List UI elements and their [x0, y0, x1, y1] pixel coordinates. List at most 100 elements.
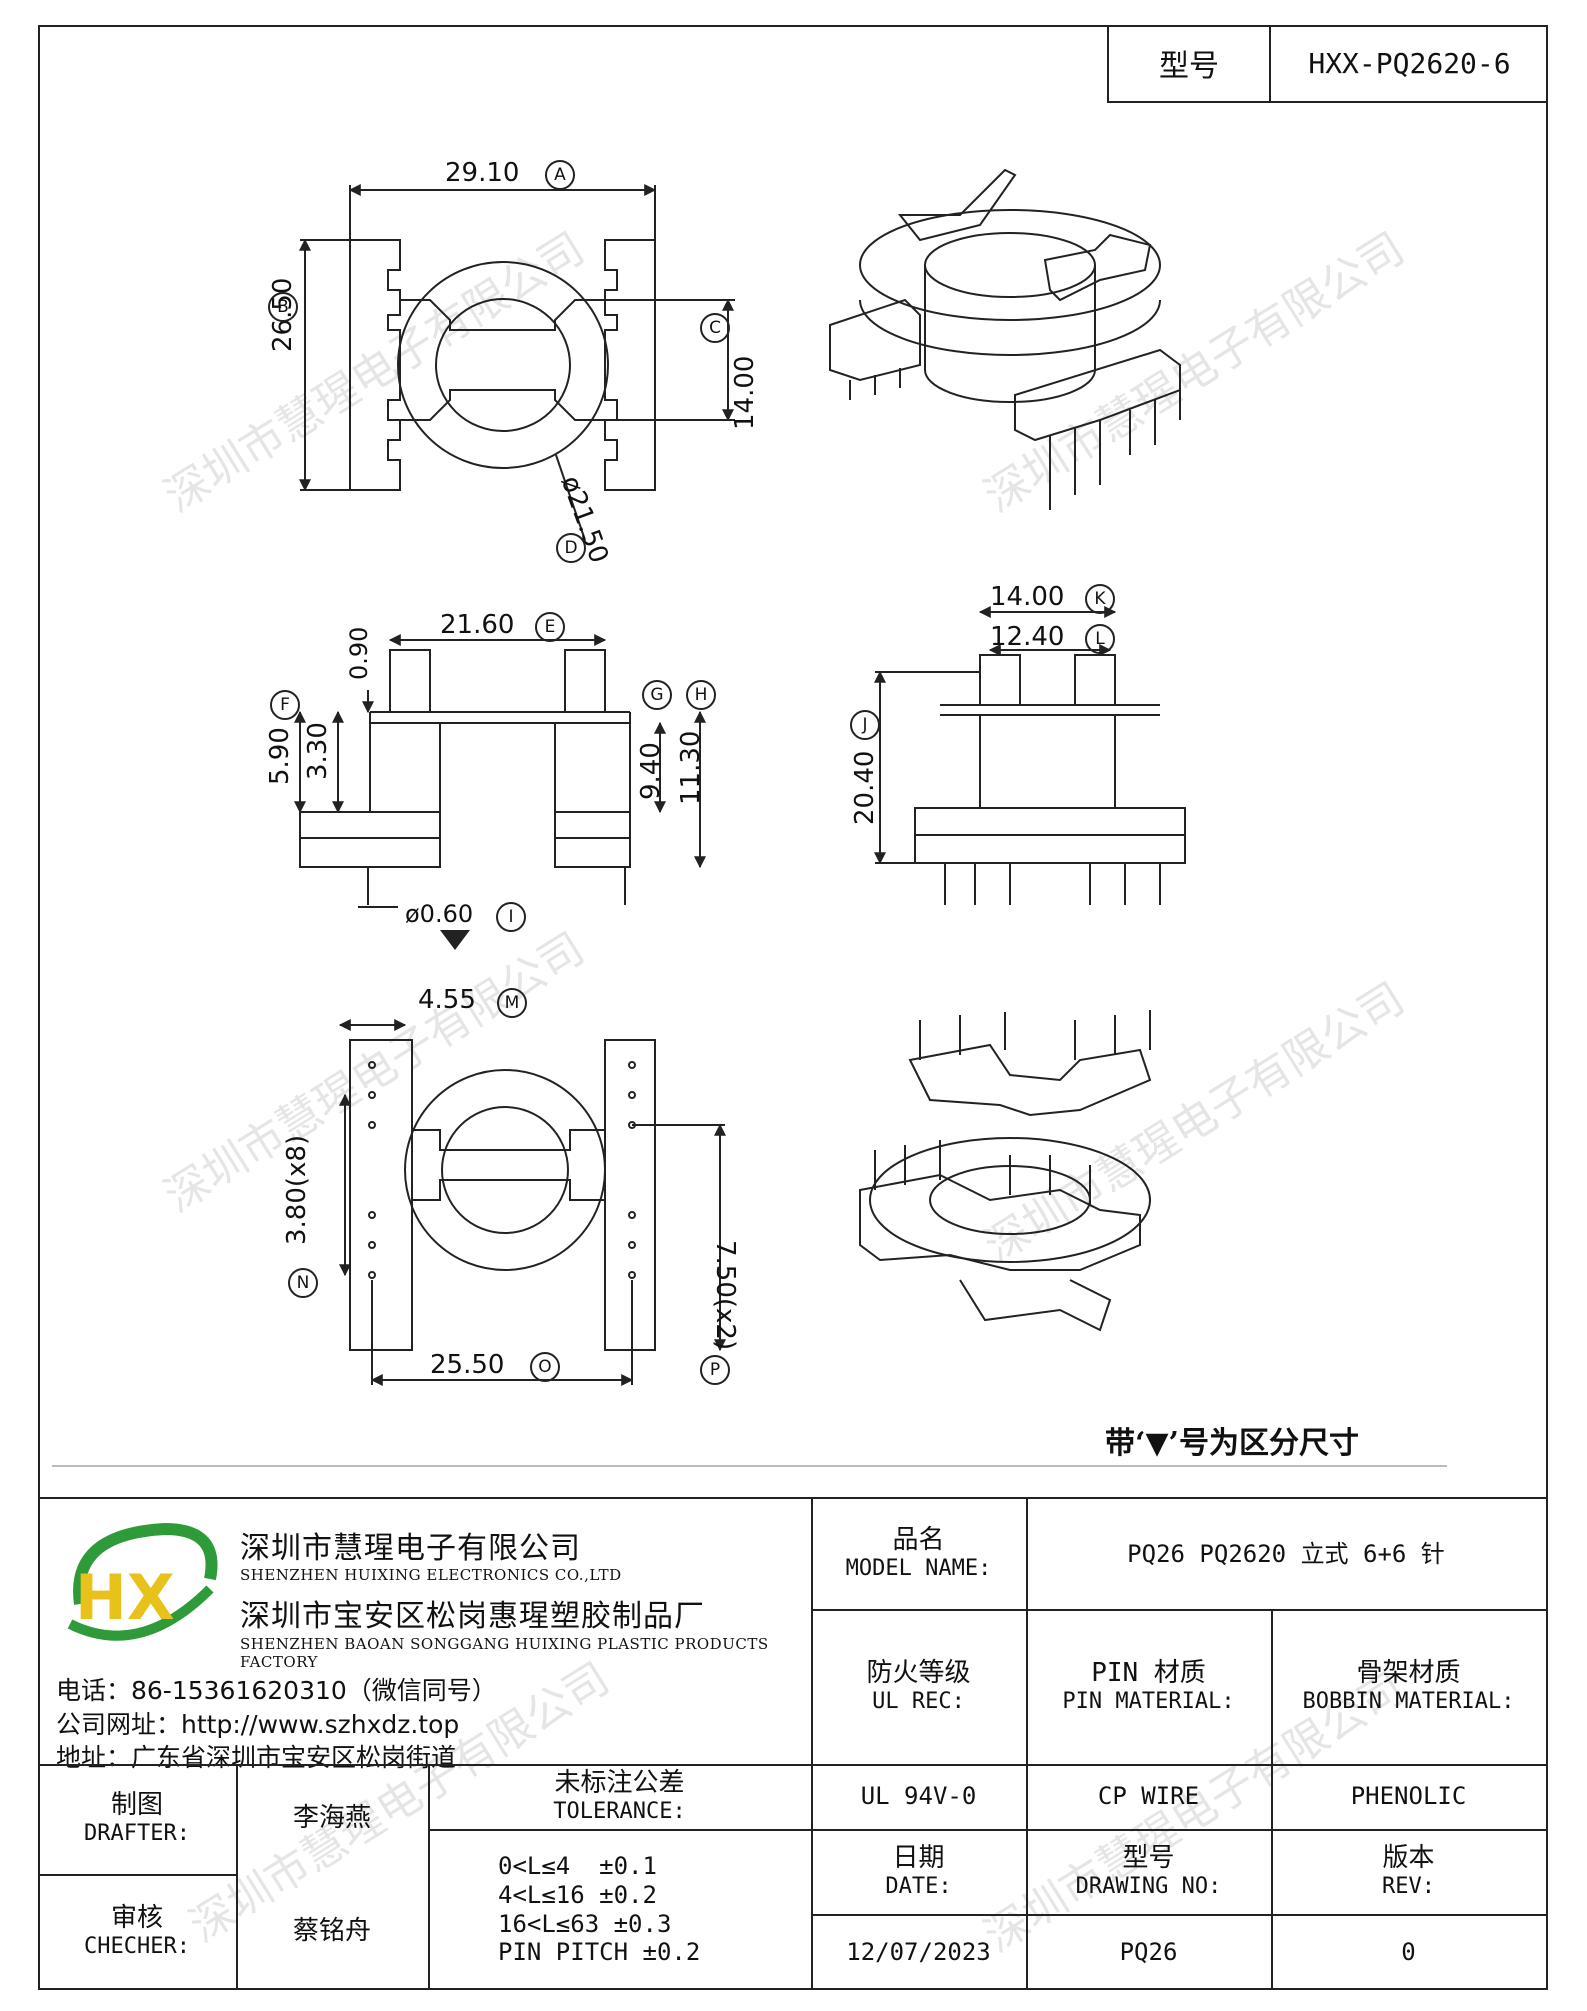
label-G: G — [642, 680, 672, 710]
bottom-view — [338, 1019, 726, 1386]
drawing-no-en: DRAWING NO: — [1075, 1873, 1222, 1899]
checker-cn: 审核 — [110, 1903, 163, 1934]
company-website: 公司网址：http://www.szhxdz.top — [56, 1710, 460, 1739]
dim-F-value: 5.90 — [265, 727, 295, 785]
company-name-cn: 深圳市慧瑆电子有限公司 — [240, 1531, 581, 1566]
rev-cn: 版本 — [1382, 1842, 1435, 1873]
distinguish-marker — [440, 930, 470, 950]
drawing-divider — [52, 1465, 1447, 1467]
isometric-view-upper — [829, 168, 1181, 510]
pin-material-label: PIN 材质 PIN MATERIAL: — [1026, 1609, 1271, 1764]
label-H: H — [686, 680, 716, 710]
label-L: L — [1085, 624, 1115, 654]
rev-label: 版本 REV: — [1271, 1829, 1546, 1914]
technical-drawing — [294, 168, 1186, 1386]
date-value: 12/07/2023 — [846, 1937, 991, 1966]
side-view — [294, 634, 706, 908]
drawing-no-value: PQ26 — [1119, 1937, 1178, 1966]
model-name-label: 品名 MODEL NAME: — [811, 1499, 1026, 1609]
model-header-key: 型号 — [1109, 25, 1271, 101]
checker-name: 蔡铭舟 — [292, 1916, 371, 1947]
date-en: DATE: — [885, 1873, 952, 1899]
label-I: I — [496, 902, 526, 932]
tolerance-line: 4<L≤16 ±0.2 — [498, 1880, 657, 1909]
bobbin-material-en: BOBBIN MATERIAL: — [1302, 1688, 1515, 1714]
label-E: E — [535, 612, 565, 642]
bobbin-material-label: 骨架材质 BOBBIN MATERIAL: — [1271, 1609, 1546, 1764]
tolerance-line: 0<L≤4 ±0.1 — [498, 1851, 657, 1880]
drafter-en: DRAFTER: — [84, 1821, 190, 1847]
rev-en: REV: — [1382, 1873, 1435, 1899]
tolerance-cn: 未标注公差 — [554, 1767, 685, 1798]
dim-H-value: 11.30 — [676, 730, 706, 805]
checker-label: 审核 CHECHER: — [38, 1874, 236, 1990]
dim-C-value: 14.00 — [730, 355, 760, 430]
dim-I-value: ø0.60 — [405, 900, 474, 928]
tolerance-line: 16<L≤63 ±0.3 — [498, 1909, 672, 1938]
company-logo: HX — [67, 1522, 218, 1641]
company-phone: 电话：86-15361620310（微信同号） — [56, 1676, 497, 1705]
model-header-value: HXX-PQ2620-6 — [1308, 46, 1511, 80]
tolerance-line: PIN PITCH ±0.2 — [498, 1938, 701, 1967]
label-A: A — [545, 160, 575, 190]
drawing-sheet-border — [38, 25, 1548, 1990]
company-address: 地址：广东省深圳市宝安区松岗街道 — [56, 1743, 457, 1772]
rev-value: 0 — [1401, 1937, 1416, 1966]
label-K: K — [1085, 584, 1115, 614]
dim-J-value: 20.40 — [850, 750, 880, 825]
drafter-name: 李海燕 — [292, 1803, 371, 1834]
dim-M-value: 4.55 — [418, 985, 476, 1015]
front-view — [874, 606, 1186, 905]
dim-L-value: 12.40 — [990, 622, 1065, 652]
dim-P-value: 7.50(x2) — [710, 1240, 740, 1351]
checker-en: CHECHER: — [84, 1934, 190, 1960]
date-cn: 日期 — [892, 1842, 945, 1873]
ul-rec-label: 防火等级 UL REC: — [811, 1609, 1026, 1764]
dim-top-gap-value: 0.90 — [345, 626, 373, 680]
factory-name-en: SHENZHEN BAOAN SONGGANG HUIXING PLASTIC … — [240, 1635, 769, 1671]
bobbin-material-value: PHENOLIC — [1350, 1782, 1467, 1811]
label-D: D — [556, 533, 586, 563]
model-name-cn: 品名 — [892, 1525, 945, 1556]
top-view — [299, 184, 735, 541]
drafter-cn: 制图 — [110, 1790, 163, 1821]
dim-E-value: 21.60 — [440, 610, 515, 640]
tolerance-label: 未标注公差 TOLERANCE: — [428, 1764, 811, 1829]
drawing-no-cn: 型号 — [1122, 1842, 1175, 1873]
label-N: N — [288, 1268, 318, 1298]
dim-K-value: 14.00 — [990, 582, 1065, 612]
factory-name-cn: 深圳市宝安区松岗惠瑆塑胶制品厂 — [240, 1599, 705, 1634]
label-C: C — [700, 313, 730, 343]
tolerance-table: 0<L≤4 ±0.1 4<L≤16 ±0.2 16<L≤63 ±0.3 PIN … — [428, 1829, 811, 1990]
label-P: P — [700, 1355, 730, 1385]
label-M: M — [497, 988, 527, 1018]
company-info: HX 深圳市慧瑆电子有限公司 SHENZHEN HUIXING ELECTRON… — [50, 1509, 830, 1772]
date-label: 日期 DATE: — [811, 1829, 1026, 1914]
dim-G-value: 9.40 — [636, 742, 666, 800]
bobbin-material-cn: 骨架材质 — [1356, 1657, 1461, 1688]
isometric-view-lower — [859, 1010, 1152, 1332]
tolerance-en: TOLERANCE: — [553, 1798, 686, 1824]
pin-material-en: PIN MATERIAL: — [1062, 1688, 1235, 1714]
distinguish-note: 带‘▼’号为区分尺寸 — [1105, 1426, 1359, 1461]
model-header: 型号 HXX-PQ2620-6 — [1107, 25, 1548, 103]
ul-value: UL 94V-0 — [860, 1782, 977, 1811]
ul-rec-cn: 防火等级 — [866, 1657, 971, 1688]
model-name-value: PQ26 PQ2620 立式 6+6 针 — [1127, 1539, 1445, 1568]
drafter-label: 制图 DRAFTER: — [38, 1764, 236, 1874]
ul-rec-en: UL REC: — [872, 1688, 965, 1714]
dim-F-sub-value: 3.30 — [303, 722, 333, 780]
dim-A-value: 29.10 — [445, 158, 520, 188]
dim-N-value: 3.80(x8) — [282, 1134, 312, 1245]
company-name-en: SHENZHEN HUIXING ELECTRONICS CO.,LTD — [240, 1566, 622, 1584]
dim-O-value: 25.50 — [430, 1350, 505, 1380]
label-F: F — [270, 690, 300, 720]
label-B: B — [268, 292, 298, 322]
model-name-en: MODEL NAME: — [845, 1556, 992, 1582]
title-block: HX 深圳市慧瑆电子有限公司 SHENZHEN HUIXING ELECTRON… — [38, 1497, 1548, 1990]
pin-material-cn: PIN 材质 — [1091, 1657, 1206, 1688]
label-J: J — [850, 710, 880, 740]
label-O: O — [530, 1352, 560, 1382]
logo-letter: HX — [75, 1561, 175, 1634]
pin-material-value: CP WIRE — [1097, 1782, 1200, 1811]
